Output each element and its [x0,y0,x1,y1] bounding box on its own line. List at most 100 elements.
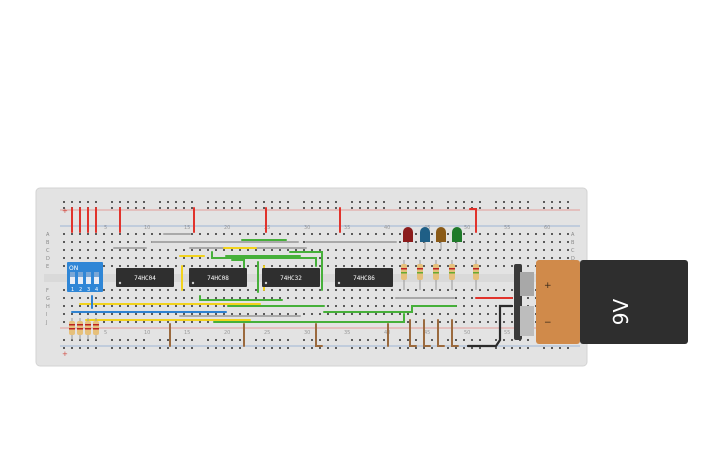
breadboard-hole[interactable] [423,313,425,315]
breadboard-hole[interactable] [239,289,241,291]
breadboard-hole[interactable] [263,249,265,251]
breadboard-hole[interactable] [103,313,105,315]
breadboard-hole[interactable] [79,313,81,315]
breadboard-hole[interactable] [303,265,305,267]
breadboard-hole[interactable] [543,201,545,203]
breadboard-hole[interactable] [335,305,337,307]
breadboard-hole[interactable] [143,305,145,307]
breadboard-hole[interactable] [399,289,401,291]
breadboard-hole[interactable] [359,347,361,349]
breadboard-hole[interactable] [231,201,233,203]
breadboard-hole[interactable] [247,297,249,299]
breadboard-hole[interactable] [111,289,113,291]
breadboard-hole[interactable] [319,289,321,291]
breadboard-hole[interactable] [375,233,377,235]
breadboard-hole[interactable] [351,207,353,209]
breadboard-hole[interactable] [335,257,337,259]
breadboard-hole[interactable] [135,321,137,323]
breadboard-hole[interactable] [279,201,281,203]
breadboard-hole[interactable] [255,313,257,315]
breadboard-hole[interactable] [231,289,233,291]
breadboard-hole[interactable] [359,249,361,251]
breadboard-hole[interactable] [207,339,209,341]
breadboard-hole[interactable] [399,201,401,203]
breadboard-hole[interactable] [367,233,369,235]
breadboard-hole[interactable] [375,249,377,251]
breadboard-hole[interactable] [463,289,465,291]
breadboard-hole[interactable] [207,297,209,299]
breadboard-hole[interactable] [383,339,385,341]
breadboard-hole[interactable] [399,241,401,243]
breadboard-hole[interactable] [279,297,281,299]
breadboard-hole[interactable] [503,241,505,243]
breadboard-hole[interactable] [255,289,257,291]
breadboard-hole[interactable] [407,313,409,315]
breadboard-hole[interactable] [511,257,513,259]
breadboard-hole[interactable] [135,289,137,291]
breadboard-hole[interactable] [135,347,137,349]
breadboard-hole[interactable] [103,289,105,291]
breadboard-hole[interactable] [247,313,249,315]
breadboard-hole[interactable] [375,201,377,203]
breadboard-hole[interactable] [471,305,473,307]
breadboard-hole[interactable] [199,321,201,323]
breadboard-hole[interactable] [463,297,465,299]
breadboard-hole[interactable] [255,233,257,235]
breadboard-hole[interactable] [447,347,449,349]
breadboard-hole[interactable] [95,297,97,299]
breadboard-hole[interactable] [479,207,481,209]
breadboard-hole[interactable] [375,339,377,341]
breadboard-hole[interactable] [383,249,385,251]
breadboard-hole[interactable] [527,339,529,341]
breadboard-hole[interactable] [327,233,329,235]
breadboard-hole[interactable] [559,347,561,349]
breadboard-hole[interactable] [271,201,273,203]
breadboard-hole[interactable] [391,257,393,259]
breadboard-hole[interactable] [399,207,401,209]
breadboard-hole[interactable] [447,249,449,251]
breadboard-hole[interactable] [231,233,233,235]
breadboard-hole[interactable] [503,313,505,315]
breadboard-hole[interactable] [383,207,385,209]
breadboard-hole[interactable] [367,249,369,251]
breadboard-hole[interactable] [295,297,297,299]
breadboard-hole[interactable] [447,257,449,259]
breadboard-hole[interactable] [431,233,433,235]
breadboard-hole[interactable] [335,289,337,291]
breadboard-hole[interactable] [543,241,545,243]
wire-black-battery[interactable] [466,304,514,348]
breadboard-hole[interactable] [375,207,377,209]
breadboard-hole[interactable] [391,305,393,307]
breadboard-hole[interactable] [327,249,329,251]
breadboard-hole[interactable] [255,297,257,299]
breadboard-hole[interactable] [359,313,361,315]
breadboard-hole[interactable] [487,265,489,267]
breadboard-hole[interactable] [543,257,545,259]
breadboard-hole[interactable] [423,207,425,209]
dip-switch-toggle-2[interactable] [78,272,83,284]
breadboard-hole[interactable] [183,313,185,315]
breadboard-hole[interactable] [79,249,81,251]
breadboard-hole[interactable] [367,257,369,259]
breadboard-hole[interactable] [263,201,265,203]
breadboard-hole[interactable] [399,233,401,235]
breadboard-hole[interactable] [463,249,465,251]
breadboard-hole[interactable] [343,249,345,251]
breadboard-hole[interactable] [151,249,153,251]
breadboard-hole[interactable] [359,207,361,209]
breadboard-hole[interactable] [103,321,105,323]
breadboard-hole[interactable] [463,321,465,323]
breadboard-hole[interactable] [383,297,385,299]
breadboard-hole[interactable] [279,265,281,267]
breadboard-hole[interactable] [199,289,201,291]
breadboard-hole[interactable] [439,265,441,267]
breadboard-hole[interactable] [383,265,385,267]
breadboard-hole[interactable] [199,233,201,235]
breadboard-hole[interactable] [95,249,97,251]
breadboard-hole[interactable] [151,257,153,259]
breadboard-hole[interactable] [511,201,513,203]
breadboard-hole[interactable] [527,265,529,267]
breadboard-hole[interactable] [367,313,369,315]
breadboard-hole[interactable] [375,289,377,291]
breadboard-hole[interactable] [71,233,73,235]
